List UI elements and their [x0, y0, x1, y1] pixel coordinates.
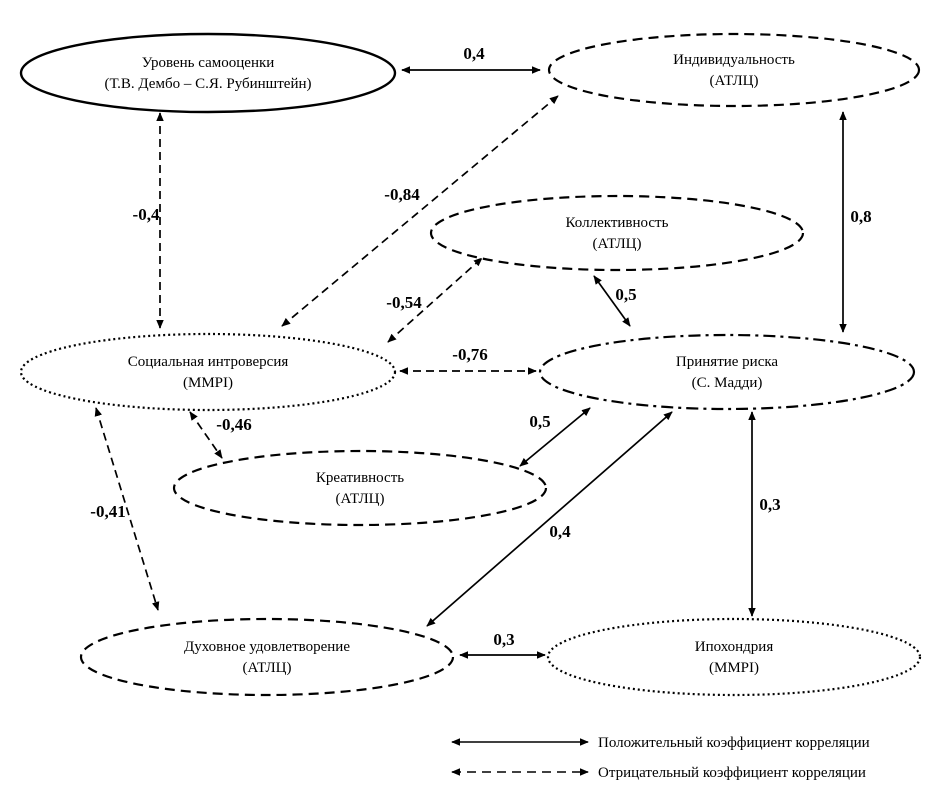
legend: Положительный коэффициент корреляции Отр… — [451, 735, 870, 781]
positive-correlation-arrow — [426, 411, 673, 627]
correlation-value: 0,8 — [850, 207, 871, 226]
node-prinyatie-riska: Принятие риска (С. Мадди) — [538, 333, 916, 411]
correlation-value: -0,46 — [216, 415, 251, 434]
node-title: Принятие риска — [676, 354, 779, 370]
node-title: Коллективность — [566, 215, 669, 231]
node-ellipse — [79, 617, 455, 697]
node-ellipse — [429, 194, 805, 272]
edge-soc-introversia-prinyatie-riska: -0,76 — [399, 345, 537, 375]
node-subtitle: (АТЛЦ) — [593, 236, 642, 252]
correlation-value: -0,4 — [133, 205, 160, 224]
node-samoocenka: Уровень самооценки (Т.В. Дембо – С.Я. Руб… — [19, 32, 397, 114]
positive-correlation-arrow — [593, 275, 631, 327]
node-ellipse — [19, 332, 397, 412]
node-title: Уровень самооценки — [142, 55, 275, 71]
correlation-value: 0,3 — [493, 630, 514, 649]
node-subtitle: (MMPI) — [183, 375, 233, 391]
edge-individualnost-prinyatie-riska: 0,8 — [839, 111, 872, 333]
edge-kreativnost-prinyatie-riska: 0,5 — [519, 407, 591, 467]
edge-soc-introversia-kollektivnost: -0,54 — [386, 257, 483, 343]
negative-correlation-arrow — [281, 95, 559, 327]
node-subtitle: (АТЛЦ) — [243, 660, 292, 676]
node-ellipse — [19, 32, 397, 114]
node-ellipse — [547, 32, 921, 108]
node-ellipse — [172, 449, 548, 527]
edge-prinyatie-riska-ipohondria: 0,3 — [748, 411, 781, 617]
edge-duhovnoe-prinyatie-riska: 0,4 — [426, 411, 673, 627]
correlation-value: 0,5 — [615, 285, 636, 304]
node-subtitle: (Т.В. Дембо – С.Я. Рубинштейн) — [104, 76, 311, 92]
node-title: Креативность — [316, 470, 404, 486]
node-ellipse — [538, 333, 916, 411]
edge-soc-introversia-kreativnost: -0,46 — [189, 411, 252, 459]
node-kreativnost: Креативность (АТЛЦ) — [172, 449, 548, 527]
correlation-value: -0,54 — [386, 293, 422, 312]
node-subtitle: (С. Мадди) — [692, 375, 763, 391]
node-subtitle: (АТЛЦ) — [336, 491, 385, 507]
edge-kollektivnost-prinyatie-riska: 0,5 — [593, 275, 637, 327]
correlation-value: 0,5 — [529, 412, 550, 431]
negative-correlation-arrow — [189, 411, 223, 459]
edge-duhovnoe-ipohondria: 0,3 — [459, 630, 546, 659]
correlation-value: 0,4 — [549, 522, 571, 541]
negative-correlation-arrow — [387, 257, 483, 343]
legend-positive-label: Положительный коэффициент корреляции — [598, 735, 870, 751]
node-individualnost: Индивидуальность (АТЛЦ) — [547, 32, 921, 108]
node-soc-introversia: Социальная интроверсия (MMPI) — [19, 332, 397, 412]
edges-layer: 0,4 -0,4 -0,84 0,8 -0,54 0,5 -0,76 -0,46 0,5 -0,4… — [90, 44, 872, 659]
negative-correlation-arrow — [94, 407, 160, 611]
node-subtitle: (АТЛЦ) — [710, 73, 759, 89]
correlation-value: 0,4 — [463, 44, 485, 63]
node-duhovnoe: Духовное удовлетворение (АТЛЦ) — [79, 617, 455, 697]
node-subtitle: (MMPI) — [709, 660, 759, 676]
edge-soc-introversia-individualnost: -0,84 — [281, 95, 559, 327]
nodes-layer: Уровень самооценки (Т.В. Дембо – С.Я. Руб… — [19, 32, 922, 697]
node-ipohondria: Ипохондрия (MMPI) — [546, 617, 922, 697]
correlation-value: -0,84 — [384, 185, 420, 204]
edge-samoocenka-soc-introversia: -0,4 — [133, 112, 164, 329]
edge-samoocenka-individualnost: 0,4 — [401, 44, 541, 74]
correlation-value: -0,41 — [90, 502, 125, 521]
node-ellipse — [546, 617, 922, 697]
correlation-value: 0,3 — [759, 495, 780, 514]
node-title: Ипохондрия — [695, 639, 774, 655]
node-title: Духовное удовлетворение — [184, 639, 350, 655]
node-title: Индивидуальность — [673, 52, 795, 68]
correlation-value: -0,76 — [452, 345, 487, 364]
node-kollektivnost: Коллективность (АТЛЦ) — [429, 194, 805, 272]
edge-soc-introversia-duhovnoe: -0,41 — [90, 407, 160, 611]
legend-negative-label: Отрицательный коэффициент корреляции — [598, 765, 866, 781]
node-title: Социальная интроверсия — [128, 354, 289, 370]
